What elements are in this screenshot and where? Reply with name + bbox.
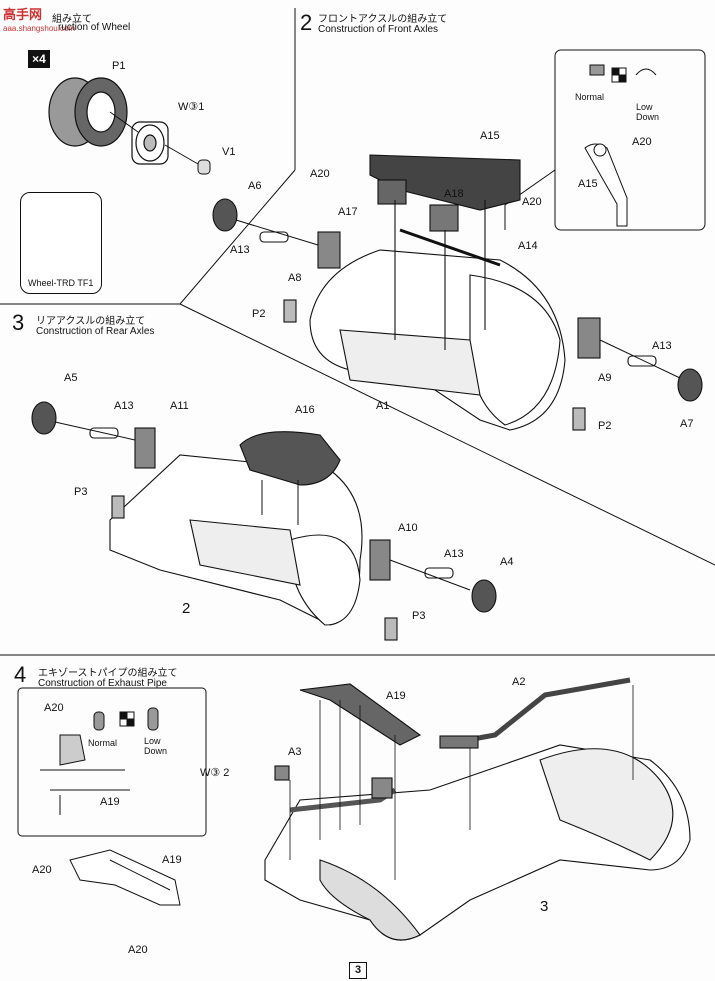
part-label: A3 bbox=[288, 746, 302, 758]
part-label: A13 bbox=[114, 400, 134, 412]
part-label: A6 bbox=[248, 180, 262, 192]
part-label: A8 bbox=[288, 272, 302, 284]
section2-title-en: Construction of Front Axles bbox=[318, 24, 439, 35]
wheel-caption: Wheel-TRD TF1 bbox=[28, 278, 94, 288]
part-label: W③ 2 bbox=[200, 767, 230, 779]
rim-drawing bbox=[131, 121, 169, 165]
section4-title-jp: エキゾーストパイプの組み立て bbox=[38, 668, 178, 679]
exhaust-chassis bbox=[264, 677, 691, 941]
option-low-label: Low Down bbox=[636, 102, 660, 122]
part-label: A10 bbox=[398, 522, 418, 534]
part-label: A15 bbox=[578, 178, 598, 190]
part-label: A4 bbox=[500, 556, 514, 568]
part-label: W③1 bbox=[178, 101, 205, 113]
part-label: A7 bbox=[680, 418, 694, 430]
part-label: V1 bbox=[222, 146, 236, 158]
section2-number: 2 bbox=[300, 10, 313, 35]
part-label: P2 bbox=[598, 420, 612, 432]
section1-title-en: ruction of Wheel bbox=[58, 22, 131, 33]
option-normal-label: Normal bbox=[88, 738, 118, 748]
part-label: A5 bbox=[64, 372, 78, 384]
quantity-badge: ×4 bbox=[28, 50, 50, 68]
section3-title-en: Construction of Rear Axles bbox=[36, 326, 155, 337]
section1-title-jp: 組み立て bbox=[52, 14, 92, 25]
part-label: A16 bbox=[295, 404, 315, 416]
rear-chassis bbox=[31, 401, 497, 641]
part-label: A20 bbox=[310, 168, 330, 180]
section3-title-jp: リアアクスルの組み立て bbox=[36, 316, 146, 327]
section4-title-en: Construction of Exhaust Pipe bbox=[38, 678, 167, 689]
part-label: A20 bbox=[632, 136, 652, 148]
part-label: A19 bbox=[100, 796, 120, 808]
part-label: A17 bbox=[338, 206, 358, 218]
page-number: 3 bbox=[349, 962, 367, 979]
part-label: A9 bbox=[598, 372, 612, 384]
section4-number: 4 bbox=[14, 662, 27, 687]
part-label: A11 bbox=[170, 400, 189, 412]
section2-title-jp: フロントアクスルの組み立て bbox=[318, 14, 448, 25]
part-label: P3 bbox=[412, 610, 426, 622]
front-chassis bbox=[212, 154, 703, 431]
part-label: A1 bbox=[376, 400, 390, 412]
watermark-url: aaa.shangshou.com bbox=[3, 24, 76, 33]
assembly-ref: 2 bbox=[182, 600, 191, 617]
part-label: P2 bbox=[252, 308, 266, 320]
part-label: A15 bbox=[480, 130, 500, 142]
option-normal-label: Normal bbox=[575, 92, 605, 102]
option-low-label: Low Down bbox=[144, 736, 168, 756]
part-label: A2 bbox=[512, 676, 526, 688]
part-label: P3 bbox=[74, 486, 88, 498]
part-label: A14 bbox=[518, 240, 538, 252]
part-label: A20 bbox=[32, 864, 52, 876]
tire-drawing bbox=[48, 77, 128, 147]
section3-number: 3 bbox=[12, 310, 25, 335]
part-label: A19 bbox=[386, 690, 406, 702]
part-label: A20 bbox=[128, 944, 148, 956]
wheel-reference-box bbox=[20, 192, 102, 294]
part-label: A13 bbox=[652, 340, 672, 352]
part-label: A20 bbox=[522, 196, 542, 208]
part-label: A20 bbox=[44, 702, 64, 714]
part-label: A18 bbox=[444, 188, 464, 200]
part-label: P1 bbox=[112, 60, 126, 72]
part-label: A13 bbox=[444, 548, 464, 560]
part-label: A19 bbox=[162, 854, 182, 866]
part-label: A13 bbox=[230, 244, 250, 256]
watermark-logo: 高手网 bbox=[3, 7, 43, 22]
assembly-ref: 3 bbox=[540, 898, 549, 915]
